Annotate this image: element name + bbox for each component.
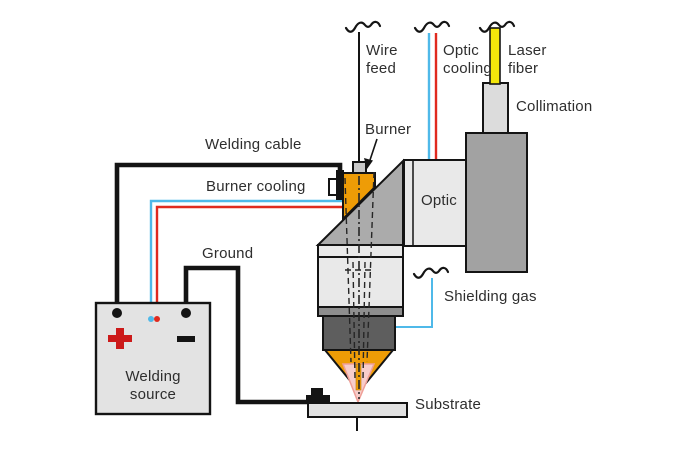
- wire-feed-connector: [352, 161, 367, 174]
- optic-cooling-break-icon: [413, 20, 451, 33]
- optic-label: Optic: [421, 192, 458, 209]
- wire-feed-break-icon: [344, 20, 382, 33]
- shielding-gas-line: [396, 278, 433, 328]
- welding-source-label: Welding source: [125, 368, 181, 403]
- burner-arrow-head-icon: [364, 158, 373, 169]
- head-band: [317, 306, 404, 317]
- burner-arrow-line: [369, 138, 378, 161]
- plus-terminal-icon: [108, 328, 132, 349]
- head-body: [317, 256, 404, 308]
- ground-cable-line: [183, 265, 308, 405]
- welding-source-box: [94, 301, 212, 416]
- substrate-plate: [307, 402, 408, 418]
- laser-fiber-line: [489, 27, 501, 85]
- laser-fiber-label: Laser fiber: [508, 42, 547, 77]
- collimation-box: [482, 82, 509, 134]
- cable-connector-block: [336, 170, 344, 200]
- welding-cable-line: [114, 162, 343, 313]
- optic-cooling-label: Optic cooling: [443, 42, 492, 77]
- shielding-gas-break-icon: [412, 266, 450, 279]
- ground-clamp-base: [306, 395, 330, 403]
- burner-cooling-blue-line: [149, 199, 347, 318]
- head-flange: [317, 244, 404, 258]
- collimation-label: Collimation: [516, 98, 593, 115]
- optic-box: [403, 159, 467, 247]
- negative-terminal-dot: [181, 308, 191, 318]
- wire-feed-label: Wire feed: [366, 42, 398, 77]
- welding-cable-label: Welding cable: [205, 136, 302, 153]
- burner-cooling-label: Burner cooling: [206, 178, 306, 195]
- wire-channel-right: [366, 171, 375, 363]
- burner-cooling-red-line: [155, 205, 347, 318]
- substrate-label: Substrate: [415, 396, 482, 413]
- minus-terminal-icon: [177, 336, 195, 342]
- positive-terminal-dot: [112, 308, 122, 318]
- cooling-red-terminal-dot: [154, 316, 160, 322]
- burner-label: Burner: [365, 121, 412, 138]
- shielding-gas-label: Shielding gas: [444, 288, 537, 305]
- connector-tab: [328, 178, 338, 196]
- laser-fiber-break-icon: [478, 20, 516, 33]
- cooling-blue-terminal-dot: [148, 316, 154, 322]
- ground-clamp-top: [311, 388, 323, 396]
- ground-label: Ground: [202, 245, 254, 262]
- focusing-column: [465, 132, 528, 273]
